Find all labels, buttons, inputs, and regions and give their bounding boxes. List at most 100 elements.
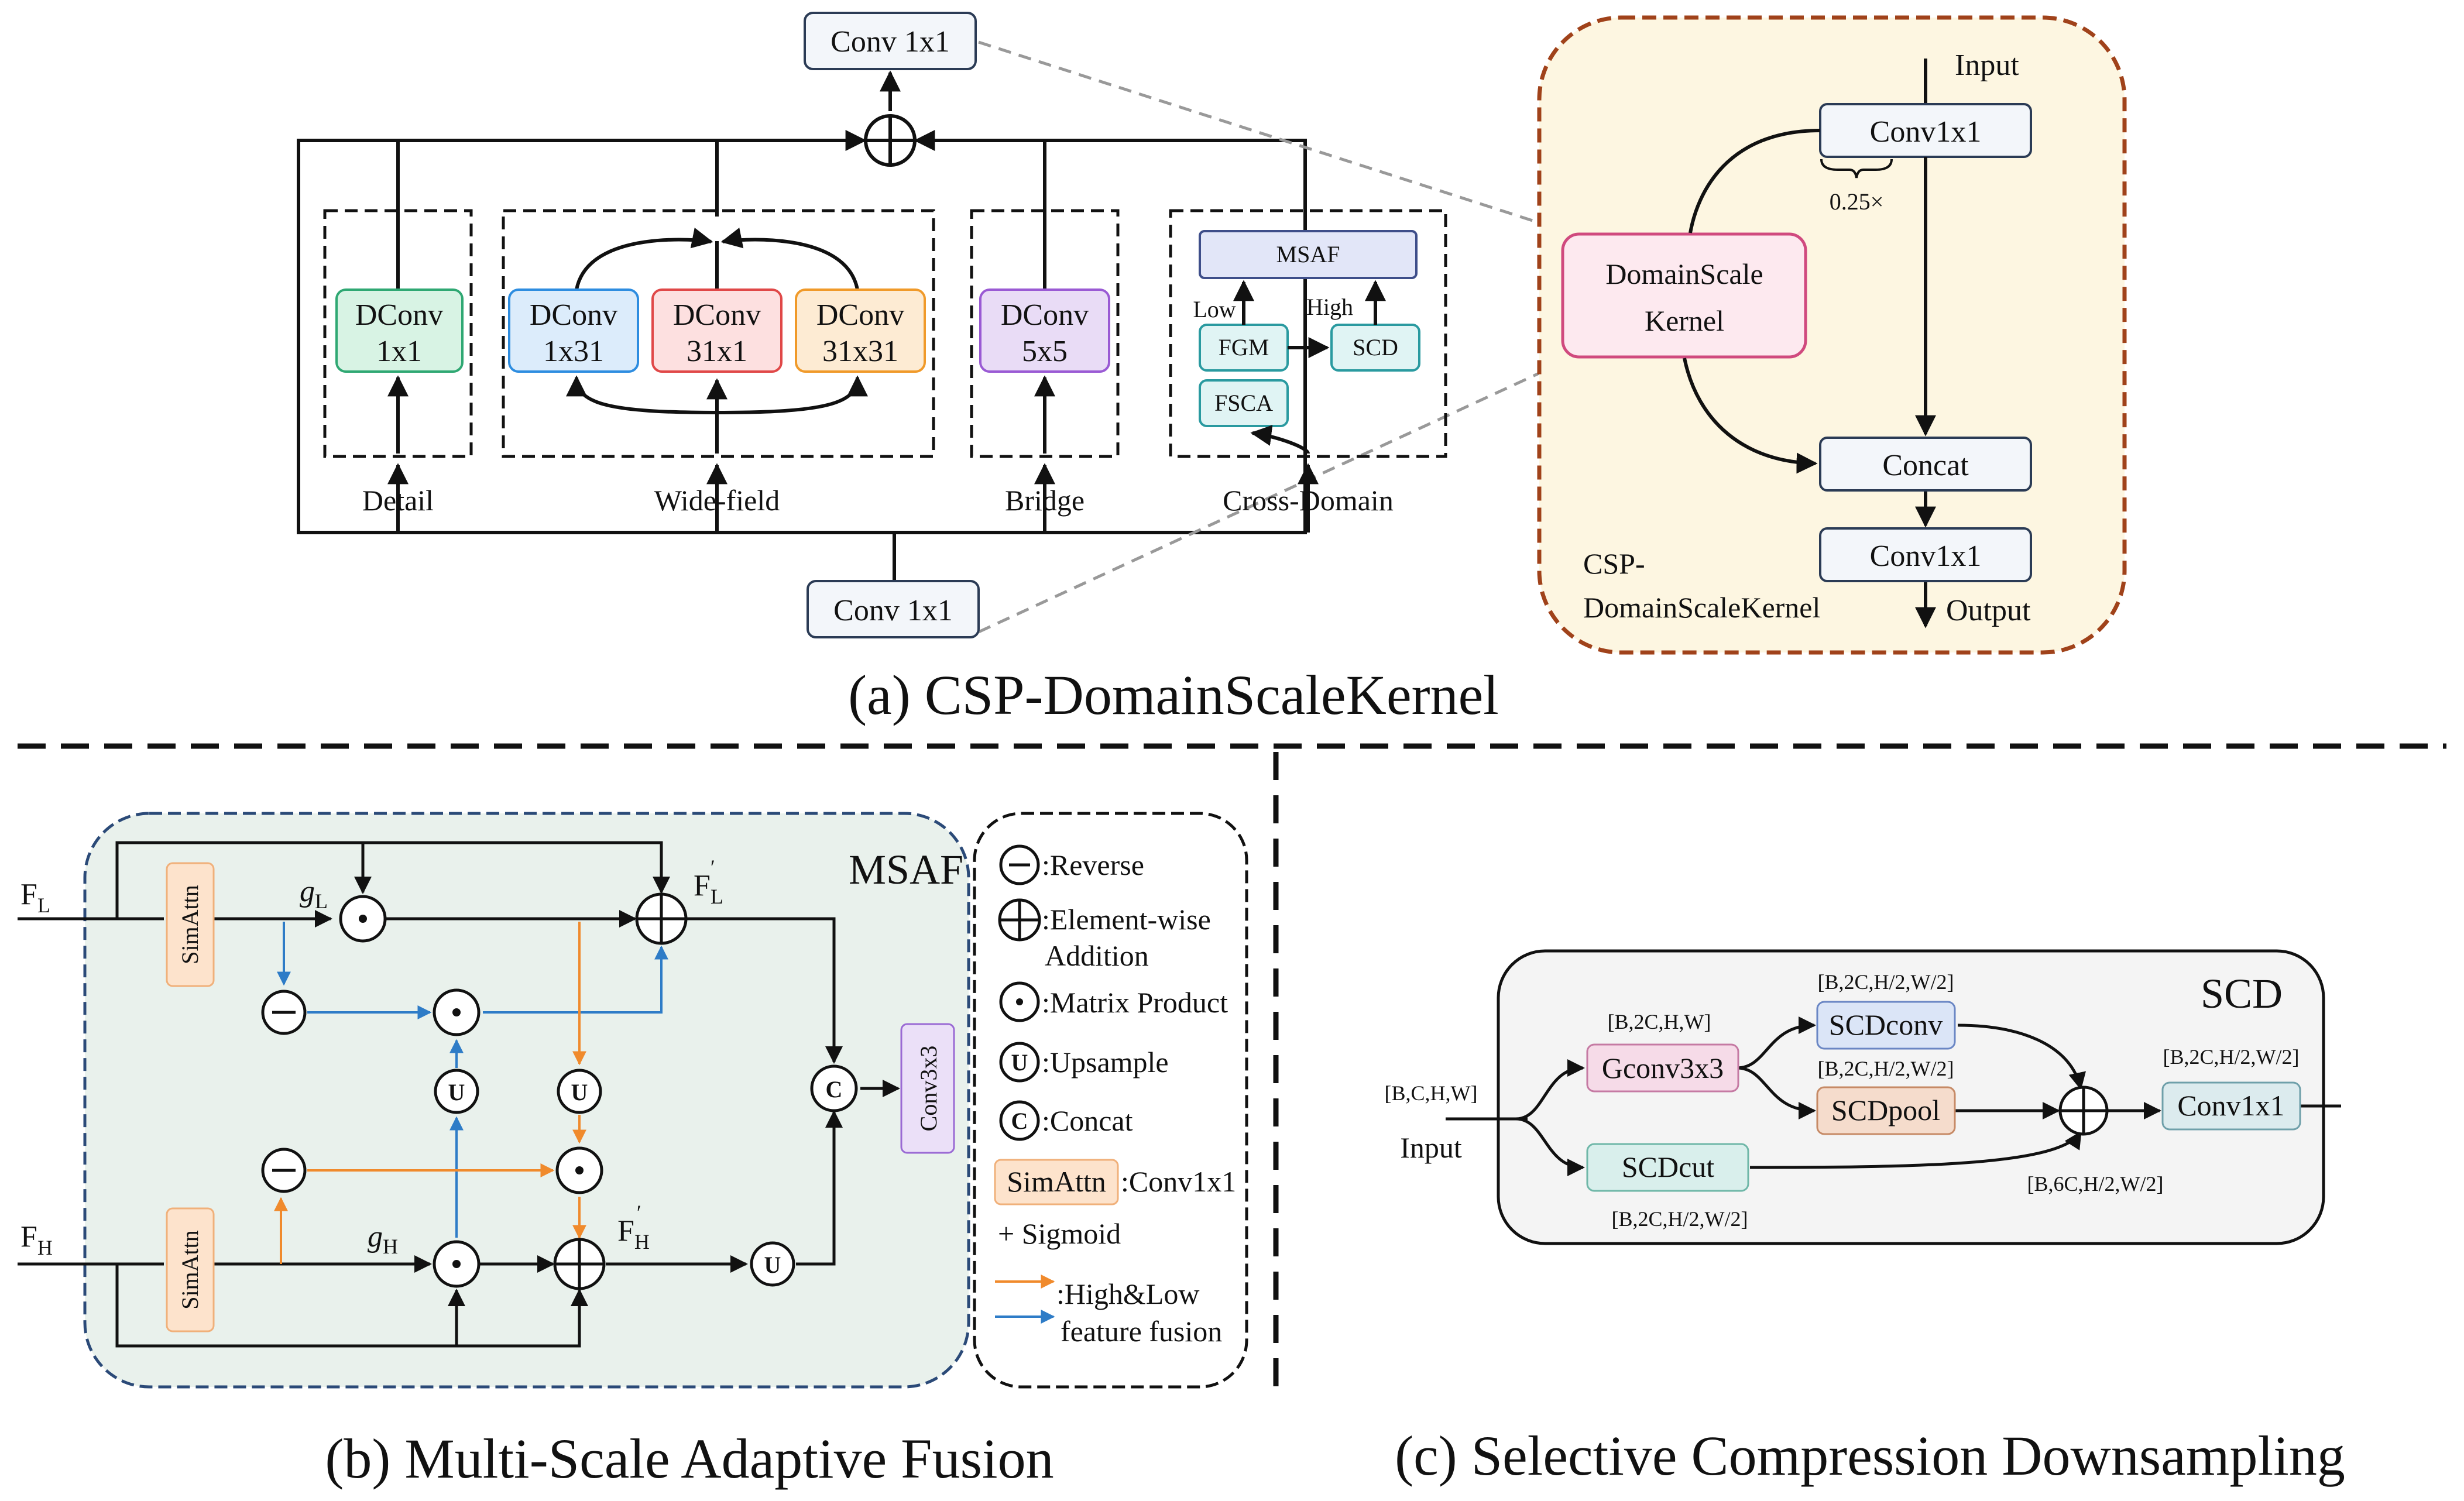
dconv-1x31-box (508, 288, 639, 373)
fsca-label: FSCA (1214, 390, 1273, 416)
conv-bottom-box (807, 580, 980, 638)
input-shape: [B,C,H,W] (1385, 1081, 1478, 1105)
scdconv-label: SCDconv (1829, 1008, 1943, 1041)
legend-box (973, 812, 1248, 1389)
f-l-label: FL (20, 878, 50, 917)
dconv-1x31-line2: 1x31 (543, 335, 604, 368)
fsca-box (1199, 379, 1289, 427)
g-h-label: gH (368, 1220, 398, 1258)
legend-simattn-box (994, 1159, 1119, 1205)
add-node-fl (635, 892, 688, 945)
inset-input-label: Input (1955, 49, 2019, 82)
legend-matrix: :Matrix Product (1042, 986, 1228, 1019)
dconv-1x1-line2: 1x1 (376, 335, 422, 368)
conv-c-shape: [B,2C,H/2,W/2] (2163, 1045, 2300, 1069)
msaf-label-a: MSAF (1276, 241, 1340, 267)
sum-node-a (864, 114, 917, 167)
legend-simattn-desc: :Conv1x1 (1121, 1165, 1236, 1198)
scdcut-shape: [B,2C,H/2,W/2] (1612, 1207, 1748, 1231)
legend-sigmoid: + Sigmoid (998, 1217, 1121, 1250)
legend-reverse: :Reverse (1042, 849, 1144, 881)
legend-add-1: :Element-wise (1042, 903, 1211, 936)
scdcut-box (1586, 1143, 1749, 1192)
dconv-5x5-line1: DConv (1001, 298, 1089, 332)
conv3x3-box (900, 1023, 955, 1154)
scdpool-box (1816, 1086, 1956, 1135)
ratio-brace (1820, 159, 1893, 178)
group-detail-box (323, 209, 473, 458)
fh-prime-label: FH′ (617, 1201, 650, 1253)
legend-concat: :Concat (1042, 1104, 1133, 1137)
dconv-31x1-box (651, 288, 783, 373)
upsample-node-3: U (750, 1241, 795, 1287)
legend-matrix-icon (999, 981, 1040, 1022)
inset-name-line1: CSP- (1583, 547, 1645, 580)
legend-fusion-1: :High&Low (1056, 1277, 1199, 1310)
inset-conv2-label: Conv1x1 (1870, 540, 1982, 573)
g-l-label: gL (300, 875, 328, 913)
panel-a: Conv 1x1 Detail Wide-field Bridge Cross-… (297, 12, 2127, 726)
concat-label: Concat (1882, 449, 1969, 482)
reverse-node-l (261, 990, 307, 1035)
high-label: High (1306, 294, 1353, 320)
simattn-l-box (166, 862, 215, 987)
domain-scale-kernel-box (1561, 232, 1807, 359)
sum-node-c (2058, 1086, 2109, 1136)
scdconv-shape: [B,2C,H/2,W/2] (1818, 970, 1954, 994)
low-label: Low (1193, 296, 1236, 322)
inset-name-line2: DomainScaleKernel (1583, 591, 1820, 624)
inset-conv1-label: Conv1x1 (1870, 115, 1982, 149)
conv-c-box (2161, 1081, 2301, 1131)
dconv-5x5-line2: 5x5 (1022, 335, 1068, 368)
scd-title: SCD (2201, 970, 2283, 1017)
legend-concat-icon: C (999, 1100, 1040, 1141)
dconv-5x5-box (979, 288, 1110, 373)
upsample-node-2: U (557, 1069, 602, 1114)
group-detail-label: Detail (362, 484, 434, 517)
simattn-h-label: SimAttn (177, 1230, 203, 1310)
f-h-label: FH (20, 1220, 53, 1259)
dconv-31x1-line1: DConv (673, 298, 761, 332)
simattn-l-label: SimAttn (177, 885, 203, 964)
kernel-line1: DomainScale (1605, 257, 1763, 290)
gconv-shape: [B,2C,H,W] (1608, 1010, 1711, 1033)
conv-c-label: Conv1x1 (2177, 1089, 2284, 1122)
reverse-node-h (261, 1148, 307, 1193)
msaf-title: MSAF (849, 846, 963, 893)
legend-reverse-icon (999, 844, 1040, 885)
simattn-h-box (166, 1207, 215, 1332)
group-bridge-box (970, 209, 1120, 458)
caption-b: (b) Multi-Scale Adaptive Fusion (325, 1427, 1053, 1490)
scd-label-a: SCD (1353, 334, 1398, 360)
dconv-1x1-line1: DConv (355, 298, 443, 332)
fl-prime-label: FL′ (694, 856, 723, 908)
legend-simattn-label: SimAttn (1007, 1165, 1106, 1198)
legend-fusion-2: feature fusion (1061, 1315, 1222, 1348)
msaf-panel (83, 812, 970, 1389)
conv-top-label: Conv 1x1 (831, 25, 950, 59)
panel-c: SCD [B,C,H,W] Input Gconv3x3 [B,2C,H,W] … (1385, 949, 2345, 1487)
panel-b: MSAF FL FH (18, 812, 1248, 1490)
dconv-31x31-line2: 31x31 (822, 335, 898, 368)
svg-text:C: C (826, 1076, 843, 1102)
matrix-node-gl (339, 895, 387, 943)
upsample-node-1: U (434, 1069, 479, 1114)
fgm-label: FGM (1219, 334, 1269, 360)
legend-upsample-icon: U (999, 1042, 1040, 1083)
matrix-node-mid (433, 988, 481, 1036)
scdpool-shape: [B,2C,H/2,W/2] (1818, 1057, 1954, 1080)
conv3x3-label: Conv3x3 (915, 1046, 942, 1132)
scdconv-box (1816, 1001, 1956, 1050)
dconv-31x31-line1: DConv (816, 298, 904, 332)
group-bridge-label: Bridge (1005, 484, 1085, 517)
caption-c: (c) Selective Compression Downsampling (1395, 1424, 2345, 1487)
legend-upsample: :Upsample (1042, 1046, 1169, 1078)
group-cross-domain-label: Cross-Domain (1223, 484, 1394, 517)
caption-a: (a) CSP-DomainScaleKernel (848, 664, 1499, 726)
scdpool-label: SCDpool (1831, 1094, 1940, 1126)
concat-box (1819, 437, 2032, 492)
dconv-31x31-box (795, 288, 926, 373)
msaf-box-a (1199, 230, 1418, 279)
conv-bottom-label: Conv 1x1 (833, 594, 953, 627)
